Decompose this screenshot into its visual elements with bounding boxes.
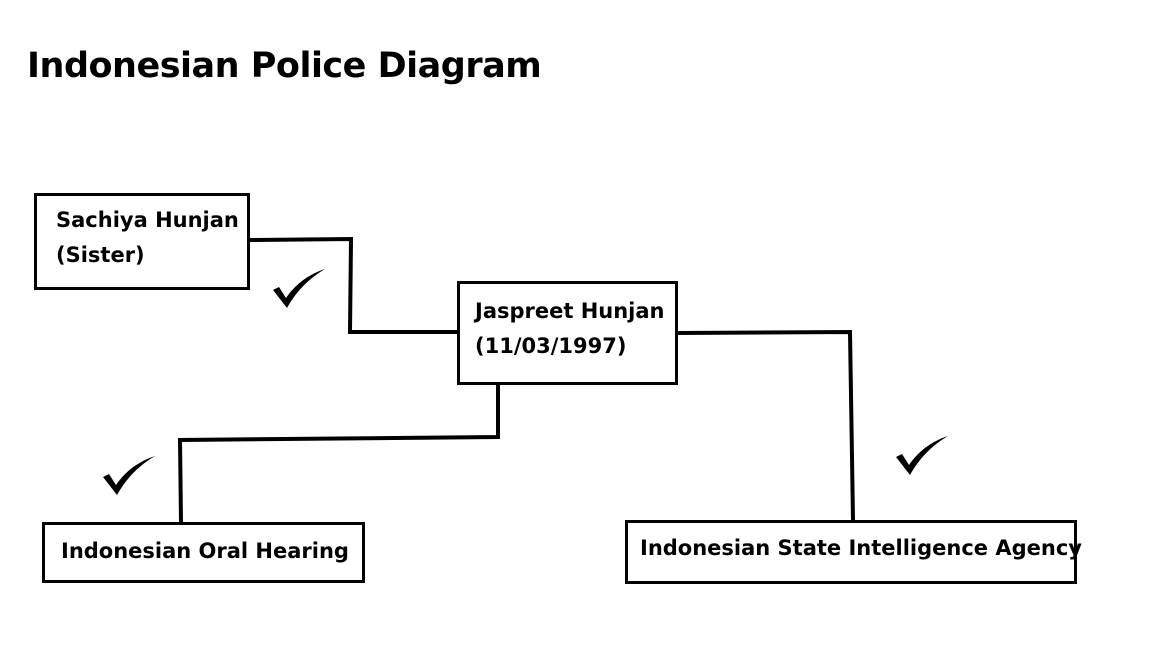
connector-subject-intelligence-agency	[677, 329, 855, 521]
checkmark-icon	[896, 436, 948, 475]
node-oral-hearing: Indonesian Oral Hearing	[42, 522, 365, 583]
node-intelligence-agency: Indonesian State Intelligence Agency	[625, 520, 1082, 584]
node-sister-relation: (Sister)	[56, 243, 145, 267]
node-subject: Jaspreet Hunjan (11/03/1997)	[457, 281, 678, 385]
diagram-title: Indonesian Police Diagram	[27, 46, 542, 86]
node-sister: Sachiya Hunjan (Sister)	[34, 193, 250, 290]
connector-subject-oral-hearing	[177, 385, 500, 523]
node-subject-name: Jaspreet Hunjan	[475, 299, 665, 323]
node-sister-name: Sachiya Hunjan	[56, 208, 239, 232]
checkmark-icon	[273, 269, 325, 308]
connector-sister-subject	[249, 236, 457, 334]
node-oral-hearing-label: Indonesian Oral Hearing	[61, 539, 349, 563]
checkmark-icon	[103, 456, 155, 495]
node-subject-date: (11/03/1997)	[475, 334, 627, 358]
node-intelligence-agency-label: Indonesian State Intelligence Agency	[640, 536, 1082, 560]
